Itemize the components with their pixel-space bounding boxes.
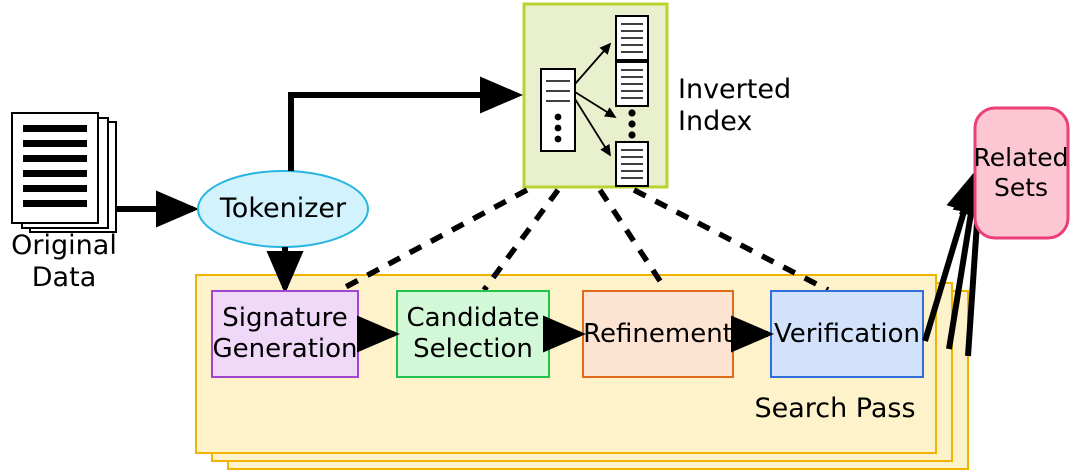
edge-index-to-candidate <box>481 188 561 292</box>
index-posting-dots <box>628 109 636 139</box>
refinement-node <box>582 290 734 378</box>
edge-index-to-signature <box>338 187 529 293</box>
index-posting-document-1 <box>615 15 649 61</box>
tokenizer-node <box>197 170 369 248</box>
candidate-selection-node <box>396 290 550 378</box>
index-posting-document-2 <box>615 61 649 107</box>
related-sets-node <box>973 106 1070 240</box>
document-text-lines <box>23 125 87 207</box>
edge-index-to-verification <box>632 187 830 293</box>
index-dictionary-dots <box>554 113 562 143</box>
index-posting-document-3 <box>615 141 649 187</box>
index-internal-arrows <box>574 42 617 157</box>
edge-index-to-refinement <box>597 188 669 292</box>
signature-generation-node <box>211 290 359 378</box>
index-dictionary-lines <box>546 80 570 102</box>
edge-tokenizer-to-index <box>288 76 524 171</box>
verification-node <box>770 290 924 378</box>
